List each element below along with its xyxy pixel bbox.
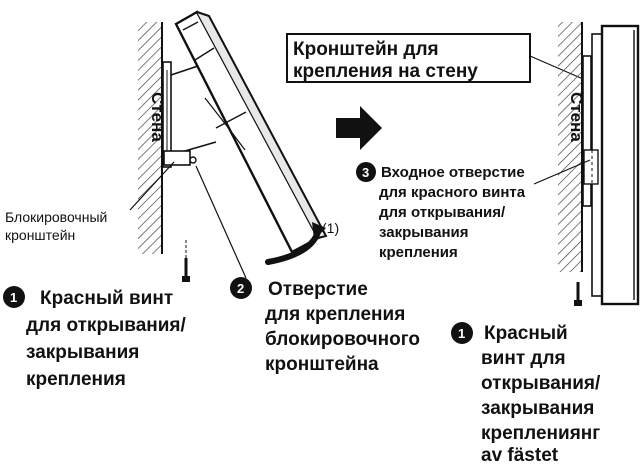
left-step2-num: 2 bbox=[237, 281, 244, 296]
right-wall-plate bbox=[582, 55, 592, 207]
right-step1-num: 1 bbox=[458, 326, 465, 341]
right-step3-text: Входное отверстие для красного винта для… bbox=[379, 164, 529, 261]
lock-bracket-leader bbox=[129, 161, 175, 211]
left-figure: Стена Блокировочный кронштейн bbox=[3, 10, 425, 390]
motion-label: (1) bbox=[322, 220, 339, 236]
left-red-screw bbox=[182, 240, 190, 282]
lock-bracket-label: Блокировочный кронштейн bbox=[5, 209, 111, 243]
lock-bracket-hole bbox=[189, 156, 197, 164]
motion-arrowhead bbox=[312, 222, 326, 240]
right-step1-text: Красный винт для открывания/ закрывания … bbox=[481, 323, 606, 465]
right-tv bbox=[600, 24, 640, 306]
right-step3-badge bbox=[356, 162, 376, 182]
hole-leader bbox=[195, 165, 247, 279]
left-step2-text: Отверстие для крепления блокировочного к… bbox=[265, 279, 425, 375]
right-lock-bracket bbox=[583, 149, 599, 185]
bracket-label: Кронштейн для крепления на стену bbox=[293, 39, 478, 82]
lock-bracket bbox=[163, 150, 191, 166]
left-step2-badge bbox=[230, 277, 252, 299]
left-tv bbox=[174, 10, 328, 254]
right-wall-label: Стена bbox=[567, 92, 586, 142]
step3-leader bbox=[533, 159, 591, 185]
right-step3-num: 3 bbox=[362, 165, 369, 180]
left-step1-num: 1 bbox=[10, 290, 17, 305]
right-red-screw bbox=[574, 282, 582, 306]
right-wall-hatch bbox=[558, 22, 582, 272]
right-figure: Кронштейн для крепления на стену Стена 3… bbox=[286, 22, 640, 465]
left-wall-hatch bbox=[138, 22, 162, 254]
left-step1-badge bbox=[3, 286, 25, 308]
left-step1-text: Красный винт для открывания/ закрывания … bbox=[26, 288, 191, 390]
right-step1-badge bbox=[451, 322, 473, 344]
bracket-label-box bbox=[286, 33, 531, 83]
transition-arrow bbox=[336, 106, 382, 150]
